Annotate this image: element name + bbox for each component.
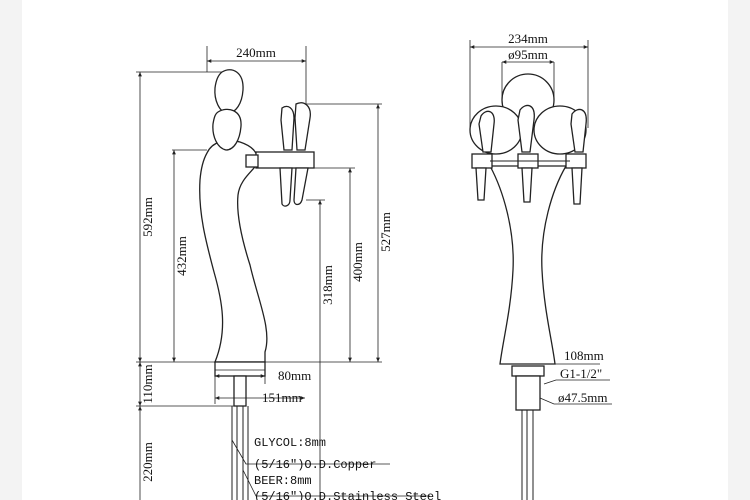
- tower-body-side: [199, 139, 268, 363]
- front-spout-left: [475, 167, 487, 201]
- front-handle-left: [478, 110, 495, 153]
- dim-label-318: 318mm: [320, 265, 335, 305]
- faucet-spout-left: [279, 167, 293, 207]
- dim-label-400: 400mm: [350, 242, 365, 282]
- front-base-shank: [515, 375, 541, 411]
- faucet-shank: [255, 151, 315, 169]
- dim-label-108: 108mm: [564, 348, 604, 363]
- dim-label-110: 110mm: [140, 364, 155, 403]
- dim-label-527: 527mm: [378, 212, 393, 252]
- thread-label: G1-1/2": [560, 366, 602, 381]
- note-beer-tube: (5/16")O.D.Stainless Steel: [254, 490, 441, 500]
- front-spout-center: [521, 167, 533, 203]
- note-glycol: GLYCOL:8mm: [254, 436, 326, 450]
- note-glycol-tube: (5/16")O.D.Copper: [254, 458, 376, 472]
- top-handle-upper: [214, 69, 244, 115]
- tap-handle-left: [280, 105, 295, 151]
- dim-label-432: 432mm: [174, 236, 189, 276]
- dim-label-47-5: ø47.5mm: [558, 390, 607, 405]
- front-base-nut: [511, 365, 545, 377]
- side-view: 240mm 592mm 432mm 110mm 220mm 318mm: [136, 45, 441, 500]
- front-view: 234mm ø95mm 108mm G1-1/2" ø47.5mm: [469, 31, 612, 500]
- base-flange: [214, 361, 266, 377]
- left-ring: [469, 105, 523, 155]
- tap-handle-right: [294, 102, 311, 151]
- leader-glycol: [231, 439, 390, 465]
- faucet-nut: [245, 154, 259, 168]
- front-handle-center: [517, 104, 535, 153]
- dim-label-220: 220mm: [140, 442, 155, 482]
- dim-label-592: 592mm: [140, 197, 155, 237]
- front-faucet-left: [471, 153, 493, 169]
- leader-beer: [242, 469, 430, 497]
- dim-label-151: 151mm: [262, 390, 302, 405]
- dim-label-240: 240mm: [236, 45, 276, 60]
- front-handle-right: [570, 108, 587, 153]
- right-margin-band: [728, 0, 750, 500]
- note-beer: BEER:8mm: [254, 474, 312, 488]
- leader-base-diameter: [539, 397, 612, 405]
- left-margin-band: [0, 0, 22, 500]
- base-shank: [233, 375, 247, 407]
- leader-thread: [543, 379, 610, 385]
- dim-label-234: 234mm: [508, 31, 548, 46]
- front-spout-right: [571, 167, 583, 205]
- top-handle-lower: [212, 108, 242, 151]
- faucet-spout-right: [293, 167, 309, 206]
- dim-label-95: ø95mm: [508, 47, 548, 62]
- dim-label-80: 80mm: [278, 368, 311, 383]
